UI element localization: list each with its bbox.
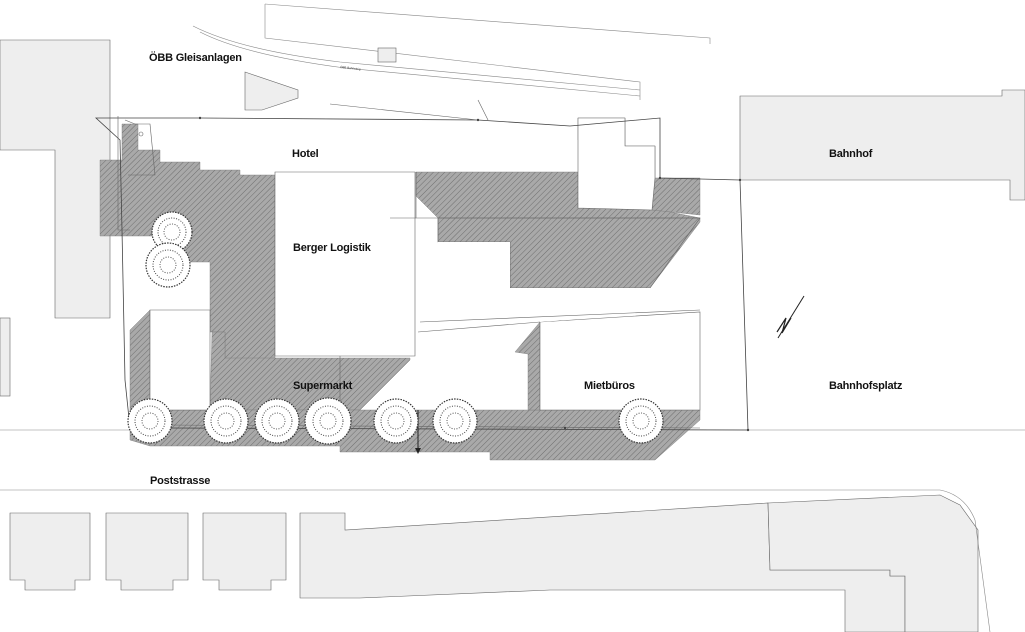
building-berger-logistik: [274, 171, 416, 357]
label-poststrasse: Poststrasse: [150, 475, 210, 487]
building-west: [0, 39, 111, 319]
building-west-annex: [149, 309, 211, 411]
tree-icon: [304, 397, 352, 445]
label-bahnhof: Bahnhof: [829, 148, 873, 160]
railway-shed: [377, 47, 397, 63]
project-buildings: [149, 117, 701, 411]
house-2: [105, 512, 189, 591]
tree-icon: [203, 398, 249, 444]
building-south-east: [767, 494, 979, 632]
tree-icon: [254, 398, 300, 444]
neighbor-buildings: [0, 39, 1025, 632]
label-supermarkt: Supermarkt: [293, 380, 353, 392]
building-bahnhof: [739, 89, 1025, 201]
railway-lines: ÖBB Bahnsteig: [192, 3, 711, 111]
labels: ÖBB Gleisanlagen Hotel Bahnhof Berger Lo…: [149, 51, 903, 487]
label-mietbueros: Mietbüros: [584, 380, 635, 392]
label-oebb-gleisanlagen: ÖBB Gleisanlagen: [149, 51, 242, 64]
north-arrow-icon: [776, 295, 805, 339]
house-3: [202, 512, 287, 591]
tree-icon: [151, 211, 193, 253]
tree-icon: [127, 398, 173, 444]
railway-platform: [244, 71, 299, 111]
svg-text:ÖBB Bahnsteig: ÖBB Bahnsteig: [340, 65, 361, 71]
house-1: [9, 512, 91, 591]
plot-outline: [94, 99, 750, 454]
tree-icon: [618, 398, 664, 444]
label-berger-logistik: Berger Logistik: [293, 242, 372, 254]
label-bahnhofsplatz: Bahnhofsplatz: [829, 380, 903, 392]
tree-icon: [145, 242, 191, 288]
tree-icon: [373, 398, 419, 444]
trees: [127, 211, 664, 445]
label-hotel: Hotel: [292, 148, 319, 160]
tree-icon: [432, 398, 478, 444]
building-west-small: [0, 317, 11, 397]
building-mietbueros: [539, 311, 701, 411]
